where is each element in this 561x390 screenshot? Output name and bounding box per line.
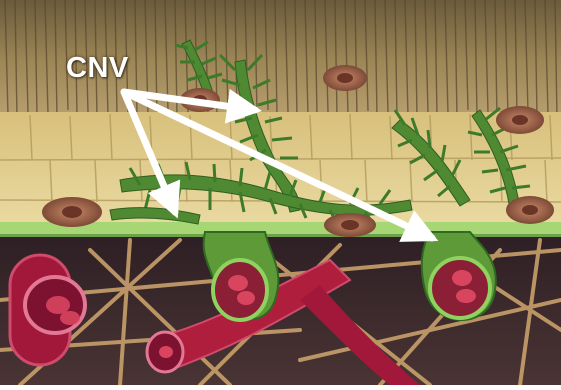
- cnv-label: CNV: [66, 52, 129, 85]
